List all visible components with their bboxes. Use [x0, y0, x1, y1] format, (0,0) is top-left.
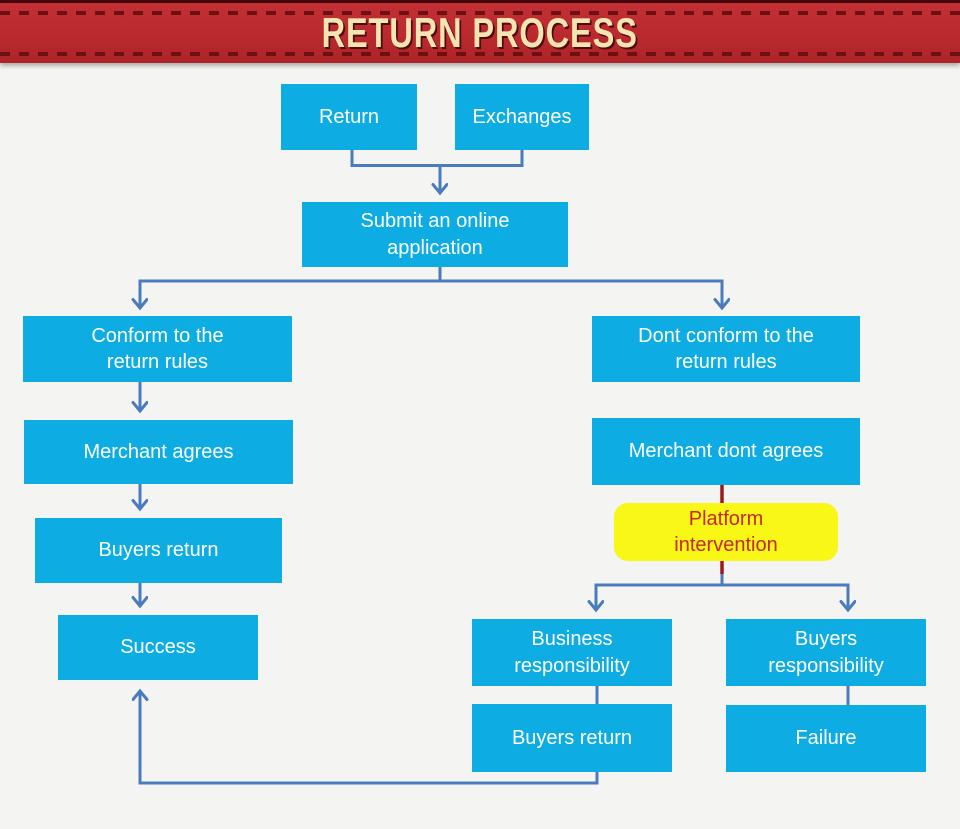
node-conform-to-rules: Conform to the return rules [23, 316, 292, 382]
node-submit-application: Submit an online application [302, 202, 568, 267]
node-merchant-dont-agrees: Merchant dont agrees [592, 418, 860, 485]
node-return: Return [281, 84, 417, 150]
stitch-dashes-top [0, 11, 960, 15]
node-platform-intervention: Platform intervention [614, 503, 838, 561]
node-merchant-agrees: Merchant agrees [24, 420, 293, 484]
page-title: RETURN PROCESS [321, 10, 639, 56]
node-exchanges: Exchanges [455, 84, 589, 150]
node-failure: Failure [726, 705, 926, 772]
node-success: Success [58, 615, 258, 680]
node-buyers-return-2: Buyers return [472, 704, 672, 772]
title-banner: RETURN PROCESS [0, 0, 960, 63]
stitch-dashes-bottom [0, 52, 960, 56]
node-buyers-return: Buyers return [35, 518, 282, 583]
edge-feedback-to-success [140, 691, 599, 785]
node-business-responsibility: Business responsibility [472, 619, 672, 686]
page-title-wrap: RETURN PROCESS [0, 10, 960, 56]
node-buyers-responsibility: Buyers responsibility [726, 619, 926, 686]
node-dont-conform-to-rules: Dont conform to the return rules [592, 316, 860, 382]
edge-return-exchanges-tee [350, 150, 524, 167]
